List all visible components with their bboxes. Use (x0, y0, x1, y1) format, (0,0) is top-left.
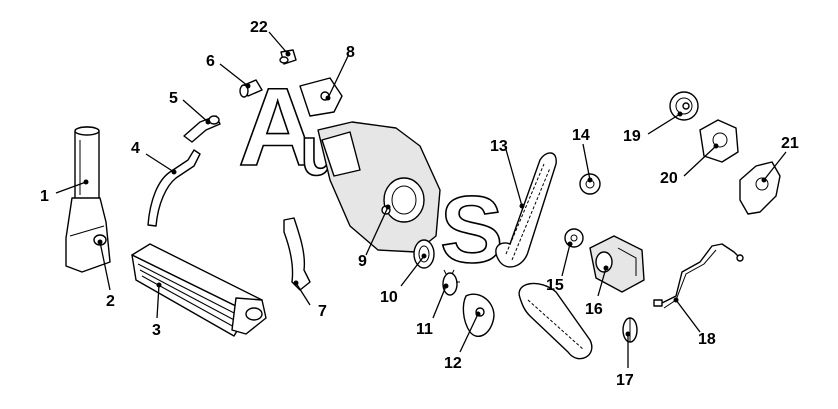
callout-11: 11 (416, 321, 433, 338)
part-gasket-8 (299, 77, 343, 117)
part-thermostat-housing (739, 161, 781, 215)
part-lower-chain (518, 282, 593, 360)
part-small-sprocket (442, 269, 460, 296)
part-wire-harness (653, 243, 744, 309)
leader-lines (55, 31, 787, 368)
callout-6: 6 (206, 53, 215, 70)
callout-7: 7 (318, 303, 327, 320)
callout-21: 21 (781, 135, 799, 152)
callout-9: 9 (358, 253, 367, 270)
callout-15: 15 (546, 277, 564, 294)
callout-8: 8 (346, 44, 355, 61)
callout-20: 20 (660, 170, 678, 187)
part-intake-pipe (74, 126, 100, 201)
callout-19: 19 (623, 128, 641, 145)
callout-13: 13 (490, 138, 508, 155)
part-hose-5 (183, 115, 221, 143)
callout-3: 3 (152, 322, 161, 339)
watermark-letter-s: S (440, 177, 503, 283)
part-oil-pump (589, 235, 645, 293)
callout-22: 22 (250, 19, 268, 36)
callout-labels: 1 2 3 4 5 6 7 8 9 10 11 12 13 14 15 16 1… (40, 19, 799, 389)
part-hose-4 (147, 149, 201, 227)
part-timing-chain (495, 152, 557, 268)
part-intercooler (131, 243, 267, 337)
callout-18: 18 (698, 331, 716, 348)
callout-5: 5 (169, 90, 178, 107)
part-fitting-22 (279, 49, 297, 65)
part-pulley (669, 91, 699, 121)
part-intake-elbow (65, 197, 111, 273)
part-timing-cover (317, 121, 441, 253)
callout-10: 10 (380, 289, 398, 306)
part-hose-7 (283, 217, 311, 291)
callout-17: 17 (616, 372, 634, 389)
callout-2: 2 (106, 293, 115, 310)
callout-12: 12 (444, 355, 462, 372)
callout-4: 4 (131, 140, 140, 157)
callout-14: 14 (572, 127, 590, 144)
callout-16: 16 (585, 301, 603, 318)
part-crank-sprocket (622, 317, 638, 343)
callout-1: 1 (40, 188, 49, 205)
